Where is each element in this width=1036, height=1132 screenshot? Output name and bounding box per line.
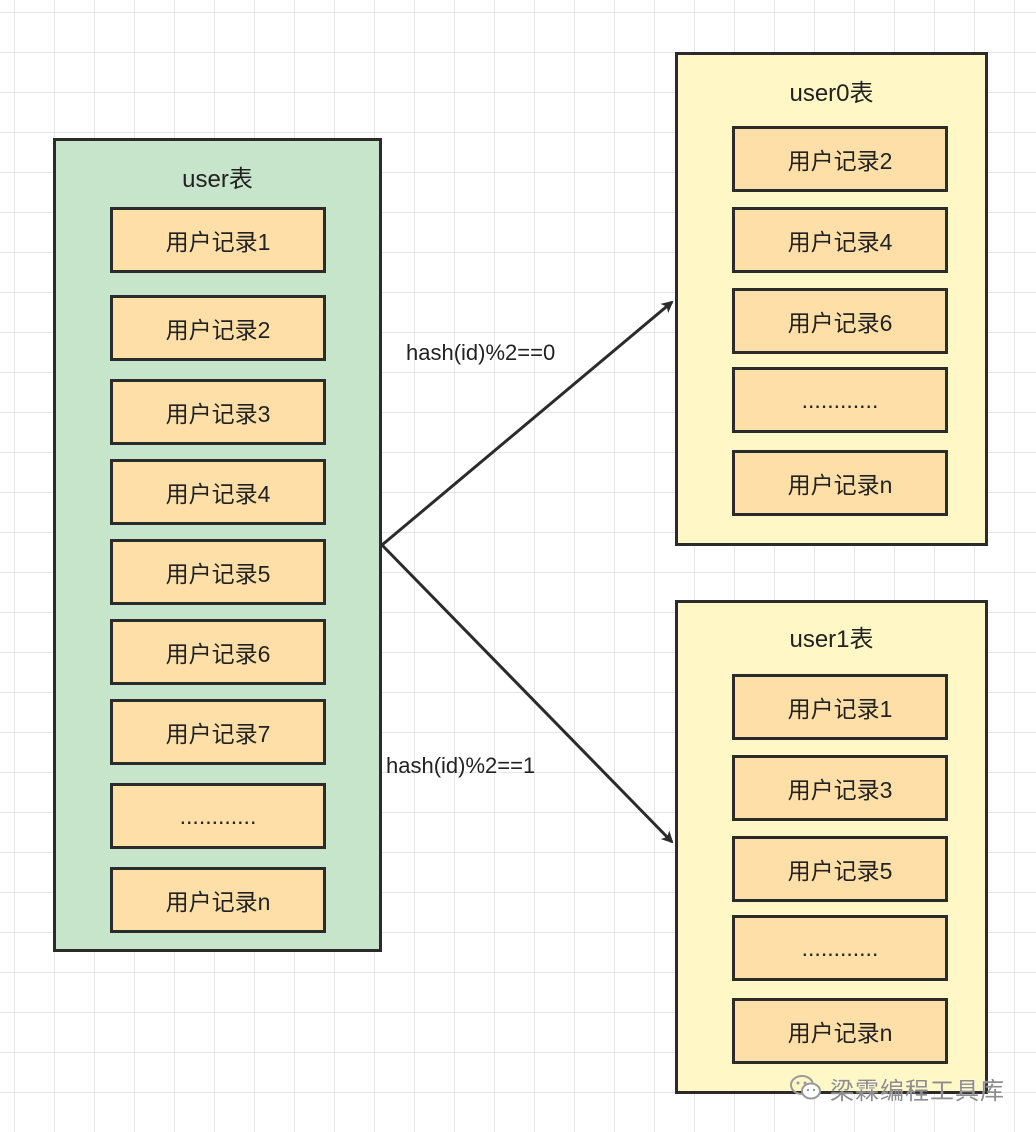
record-box: 用户记录6 [110, 619, 326, 685]
record-box: 用户记录n [732, 450, 948, 516]
source-table: user表 用户记录1 用户记录2 用户记录3 用户记录4 用户记录5 用户记录… [53, 138, 382, 952]
watermark-text: 梁霖编程工具库 [830, 1077, 1005, 1105]
record-box: 用户记录2 [110, 295, 326, 361]
record-box: ............ [732, 367, 948, 433]
arrow-to-shard0 [381, 300, 674, 547]
wechat-icon [790, 1075, 821, 1100]
record-box: 用户记录n [110, 867, 326, 933]
record-box: 用户记录1 [110, 207, 326, 273]
shard1-table: user1表 用户记录1 用户记录3 用户记录5 ............ 用户… [675, 600, 988, 1094]
shard0-table: user0表 用户记录2 用户记录4 用户记录6 ............ 用户… [675, 52, 988, 546]
record-box: 用户记录5 [110, 539, 326, 605]
record-box: 用户记录n [732, 998, 948, 1064]
shard0-table-title: user0表 [789, 80, 874, 107]
record-box: ............ [110, 783, 326, 849]
record-box: ............ [732, 915, 948, 981]
record-box: 用户记录4 [732, 207, 948, 273]
record-box: 用户记录3 [110, 379, 326, 445]
edge-label-shard1: hash(id)%2==1 [386, 753, 536, 778]
source-table-title: user表 [182, 166, 253, 193]
record-box: 用户记录4 [110, 459, 326, 525]
record-box: 用户记录5 [732, 836, 948, 902]
edge-label-shard0: hash(id)%2==0 [406, 340, 556, 365]
record-box: 用户记录3 [732, 755, 948, 821]
arrow-to-shard1 [380, 543, 674, 844]
record-box: 用户记录2 [732, 126, 948, 192]
watermark: 梁霖编程工具库 [790, 1068, 1005, 1108]
record-box: 用户记录6 [732, 288, 948, 354]
record-box: 用户记录1 [732, 674, 948, 740]
shard1-table-title: user1表 [789, 626, 874, 653]
record-box: 用户记录7 [110, 699, 326, 765]
